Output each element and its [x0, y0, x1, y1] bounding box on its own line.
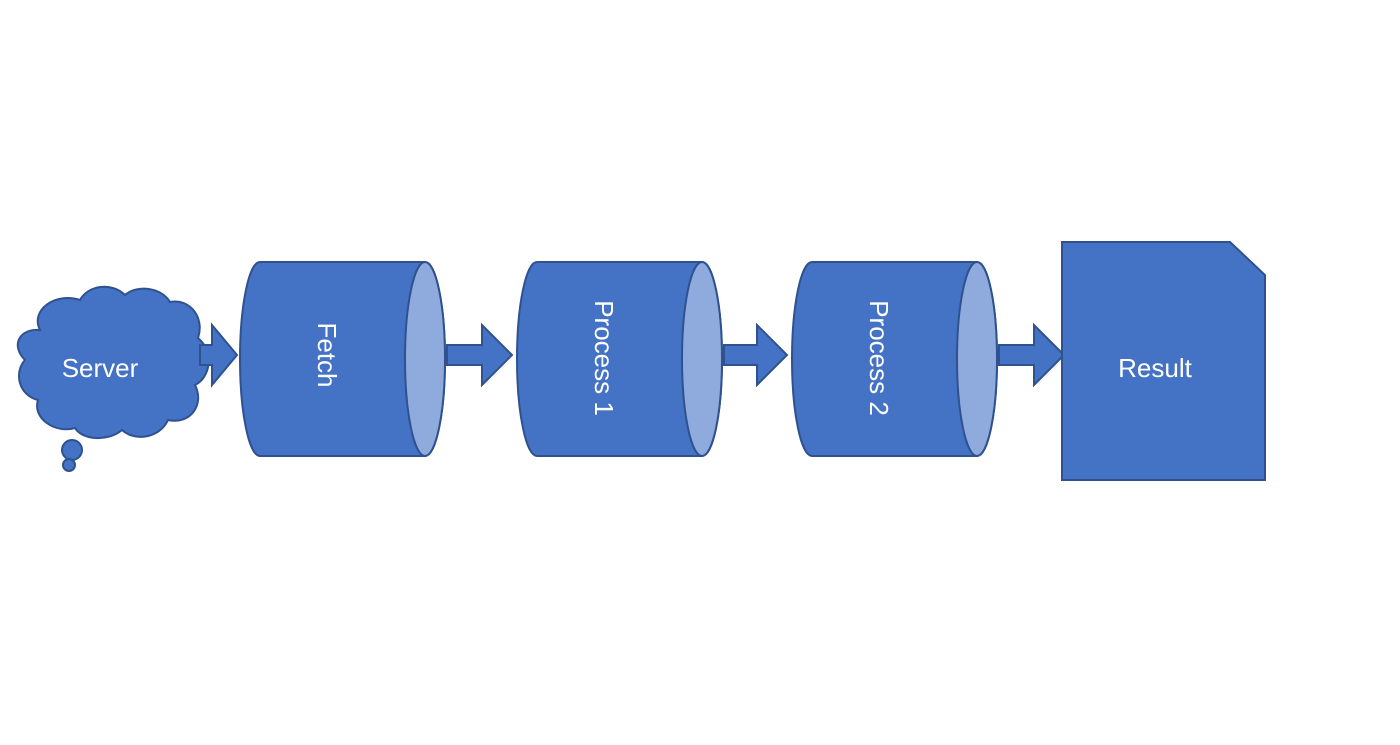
process1-label: Process 1	[589, 300, 619, 416]
process2-node: Process 2	[791, 261, 998, 457]
server-thought-bubble-large	[61, 439, 83, 461]
result-label: Result	[1118, 353, 1192, 383]
fetch-label: Fetch	[312, 322, 342, 387]
server-cloud-shape	[16, 285, 210, 439]
fetch-node: Fetch	[239, 261, 446, 457]
process2-label: Process 2	[864, 300, 894, 416]
process1-node: Process 1	[516, 261, 723, 457]
fetch-cylinder-cap	[404, 261, 446, 457]
server-node: Server	[16, 285, 210, 472]
result-node: Result	[1061, 241, 1266, 481]
arrow-fetch-to-process1	[446, 322, 514, 388]
arrow-process1-to-process2	[723, 322, 789, 388]
server-label: Server	[62, 353, 139, 383]
process1-cylinder-cap	[681, 261, 723, 457]
server-thought-bubble-small	[62, 458, 76, 472]
result-document-shape	[1061, 241, 1266, 481]
arrow-process2-to-result	[998, 322, 1066, 388]
process2-cylinder-cap	[956, 261, 998, 457]
arrow-server-to-fetch	[199, 322, 239, 388]
